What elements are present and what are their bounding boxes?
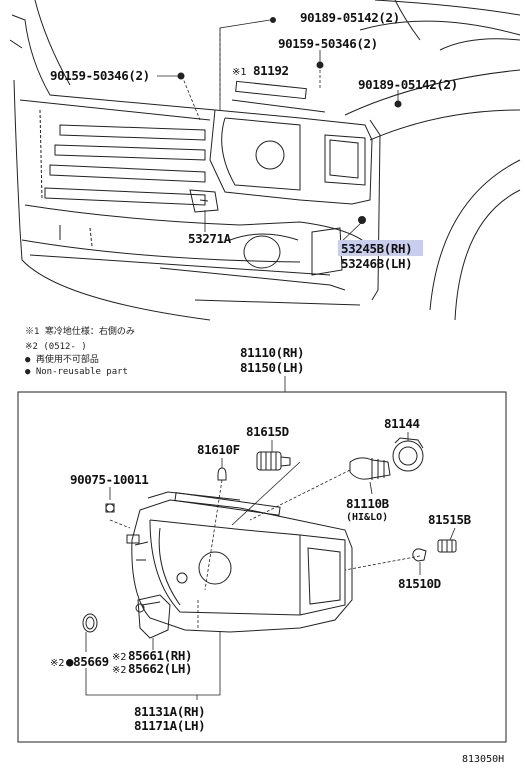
label-90159-left: 90159-50346(2) [50, 68, 150, 83]
bulb-81110B [349, 457, 391, 480]
label-81150-lh: 81150(LH) [240, 360, 304, 375]
label-81615D: 81615D [246, 424, 289, 439]
label-81515B: 81515B [428, 512, 472, 527]
headlamp-assembly [126, 491, 353, 633]
label-81192-mark: ※1 [232, 67, 246, 78]
label-90189-right: 90189-05142(2) [358, 77, 458, 92]
label-85661-mark: ※2 [112, 652, 126, 663]
label-53246B: 53246B(LH) [341, 256, 412, 271]
label-90159-top: 90159-50346(2) [278, 36, 378, 51]
socket-81144 [392, 440, 424, 472]
box-leader-lines [85, 432, 456, 700]
label-85662-mark: ※2 [112, 665, 126, 676]
label-81171A: 81171A(LH) [134, 718, 205, 733]
highlight-53245B [338, 240, 423, 256]
label-81110-rh: 81110(RH) [240, 345, 304, 360]
label-81110B: 81110B [346, 496, 390, 511]
label-53245B[interactable]: 53245B(RH) [341, 241, 413, 256]
label-85661: 85661(RH) [128, 648, 192, 663]
label-81192: 81192 [253, 63, 289, 78]
note-date-range: ※2 (0512- ) [25, 342, 87, 352]
box-labels: 81615D 81144 81610F 90075-10011 81110B (… [50, 416, 472, 733]
vehicle-front-sketch [9, 0, 521, 321]
components [82, 437, 457, 639]
label-81110B-sub: (HI&LO) [346, 512, 388, 523]
label-85662: 85662(LH) [128, 661, 192, 676]
assembly-box [17, 391, 507, 743]
bulb-81615D [256, 451, 282, 471]
gasket-85669 [82, 613, 98, 633]
bulb-81510D [412, 548, 427, 562]
note-non-reusable-en: ● Non-reusable part [25, 367, 128, 377]
label-85669-mark: ※2 [50, 658, 64, 669]
label-81131A: 81131A(RH) [134, 704, 205, 719]
note-cold-region: ※1 寒冷地仕様：右側のみ [25, 325, 135, 337]
top-labels: 90189-05142(2) 90159-50346(2) 90159-5034… [50, 10, 458, 271]
top-fasteners [177, 17, 402, 224]
label-85669: ●85669 [66, 654, 109, 669]
label-90075: 90075-10011 [70, 472, 148, 487]
label-81510D: 81510D [398, 576, 441, 591]
label-90189-top: 90189-05142(2) [300, 10, 400, 25]
motor-85661 [137, 594, 171, 639]
assembly-title: 81110(RH) 81150(LH) [240, 345, 305, 392]
label-53271A: 53271A [188, 231, 232, 246]
bulb-81610F [217, 467, 227, 481]
diagram-ref-code: 813050H [462, 754, 504, 765]
label-81144: 81144 [384, 416, 420, 431]
notes: ※1 寒冷地仕様：右側のみ ※2 (0512- ) ● 再使用不可部品 ● No… [25, 325, 135, 377]
screw-90075 [105, 503, 115, 513]
label-81610F: 81610F [197, 442, 240, 457]
top-leader-lines [157, 19, 399, 246]
note-non-reusable-jp: ● 再使用不可部品 [25, 353, 99, 365]
